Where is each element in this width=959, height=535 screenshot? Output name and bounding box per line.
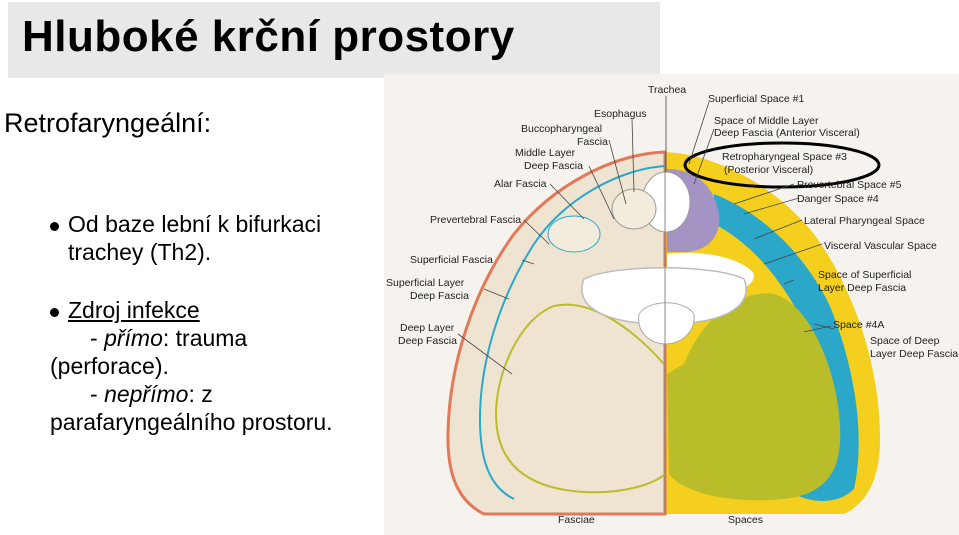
label-retropharyngeal-space-2: (Posterior Visceral) (724, 164, 813, 176)
bullet-item: Od baze lební k bifurkaci trachey (Th2). (50, 210, 380, 266)
label-space-middle-layer-2: Deep Fascia (Anterior Visceral) (714, 127, 860, 139)
label-alar-fascia: Alar Fascia (494, 178, 547, 190)
leader-lines (457, 96, 835, 375)
label-deep-layer: Deep Layer (400, 322, 455, 334)
label-space-deep-layer: Space of Deep (870, 335, 940, 347)
subline-text: : z (188, 381, 213, 407)
label-superficial-space-1: Superficial Space #1 (708, 93, 804, 105)
label-danger-space-4: Danger Space #4 (797, 193, 879, 205)
label-retropharyngeal-space: Retropharyngeal Space #3 (722, 151, 847, 163)
label-space-superficial-layer: Space of Superficial (818, 269, 911, 281)
label-middle-layer: Middle Layer (515, 147, 576, 159)
label-superficial-fascia: Superficial Fascia (410, 254, 493, 266)
outer-skin-left (446, 150, 667, 516)
label-visceral-vascular-space: Visceral Vascular Space (824, 240, 937, 252)
left-vessel-shape (547, 215, 601, 253)
label-buccopharyngeal-2: Fascia (577, 136, 608, 148)
label-prevertebral-space-5: Prevertebral Space #5 (797, 179, 902, 191)
olive-space-4a (667, 293, 841, 501)
bullet-text: Od baze lební k bifurkaci trachey (Th2). (68, 211, 322, 265)
label-space-superficial-layer-2: Layer Deep Fascia (818, 282, 906, 294)
bullet-subline: (perforace). (50, 353, 169, 379)
label-trachea: Trachea (648, 84, 686, 96)
bullet-subline: parafaryngeálního prostoru. (50, 409, 333, 435)
dash: - (90, 381, 105, 407)
italic-term: nepřímo (104, 381, 189, 407)
slide-subtitle: Retrofaryngeální: (4, 108, 212, 138)
title-bar (8, 2, 660, 78)
bullet-dot-icon (50, 222, 59, 231)
label-middle-layer-2: Deep Fascia (524, 160, 583, 172)
fascia-blue-left (478, 165, 666, 500)
dash: - (90, 325, 105, 351)
bullet-item: Zdroj infekce (50, 296, 380, 324)
neck-cross-section-figure: Trachea Esophagus Buccopharyngeal Fascia… (384, 74, 959, 535)
label-space-middle-layer: Space of Middle Layer (714, 115, 819, 127)
label-fasciae: Fasciae (558, 514, 595, 526)
label-buccopharyngeal: Buccopharyngeal (521, 123, 602, 135)
fascia-olive-left (494, 303, 666, 494)
label-esophagus: Esophagus (594, 108, 647, 120)
slide-title: Hluboké krční prostory (22, 12, 515, 61)
esophagus-shape (611, 188, 657, 230)
label-spaces: Spaces (728, 514, 763, 526)
bullet-list: Od baze lební k bifurkaci trachey (Th2).… (50, 210, 380, 436)
label-space-4a: Space #4A (833, 319, 884, 331)
label-space-deep-layer-2: Layer Deep Fascia (870, 348, 958, 360)
highlight-ellipse (683, 141, 881, 189)
label-deep-layer-2: Deep Fascia (398, 335, 457, 347)
subline-text: : trauma (162, 325, 248, 351)
label-superficial-layer: Superficial Layer (386, 277, 465, 289)
bullet-subline: - přímo: trauma (50, 324, 380, 352)
bullet-subline: - nepřímo: z (50, 380, 380, 408)
spinal-cord (638, 302, 695, 345)
label-superficial-layer-2: Deep Fascia (410, 290, 469, 302)
italic-term: přímo (104, 325, 163, 351)
label-lateral-pharyngeal-space: Lateral Pharyngeal Space (804, 215, 925, 227)
bullet-dot-icon (50, 308, 59, 317)
vertebra (581, 267, 747, 325)
bullet-heading: Zdroj infekce (68, 297, 200, 323)
label-prevertebral-fascia: Prevertebral Fascia (430, 214, 521, 226)
